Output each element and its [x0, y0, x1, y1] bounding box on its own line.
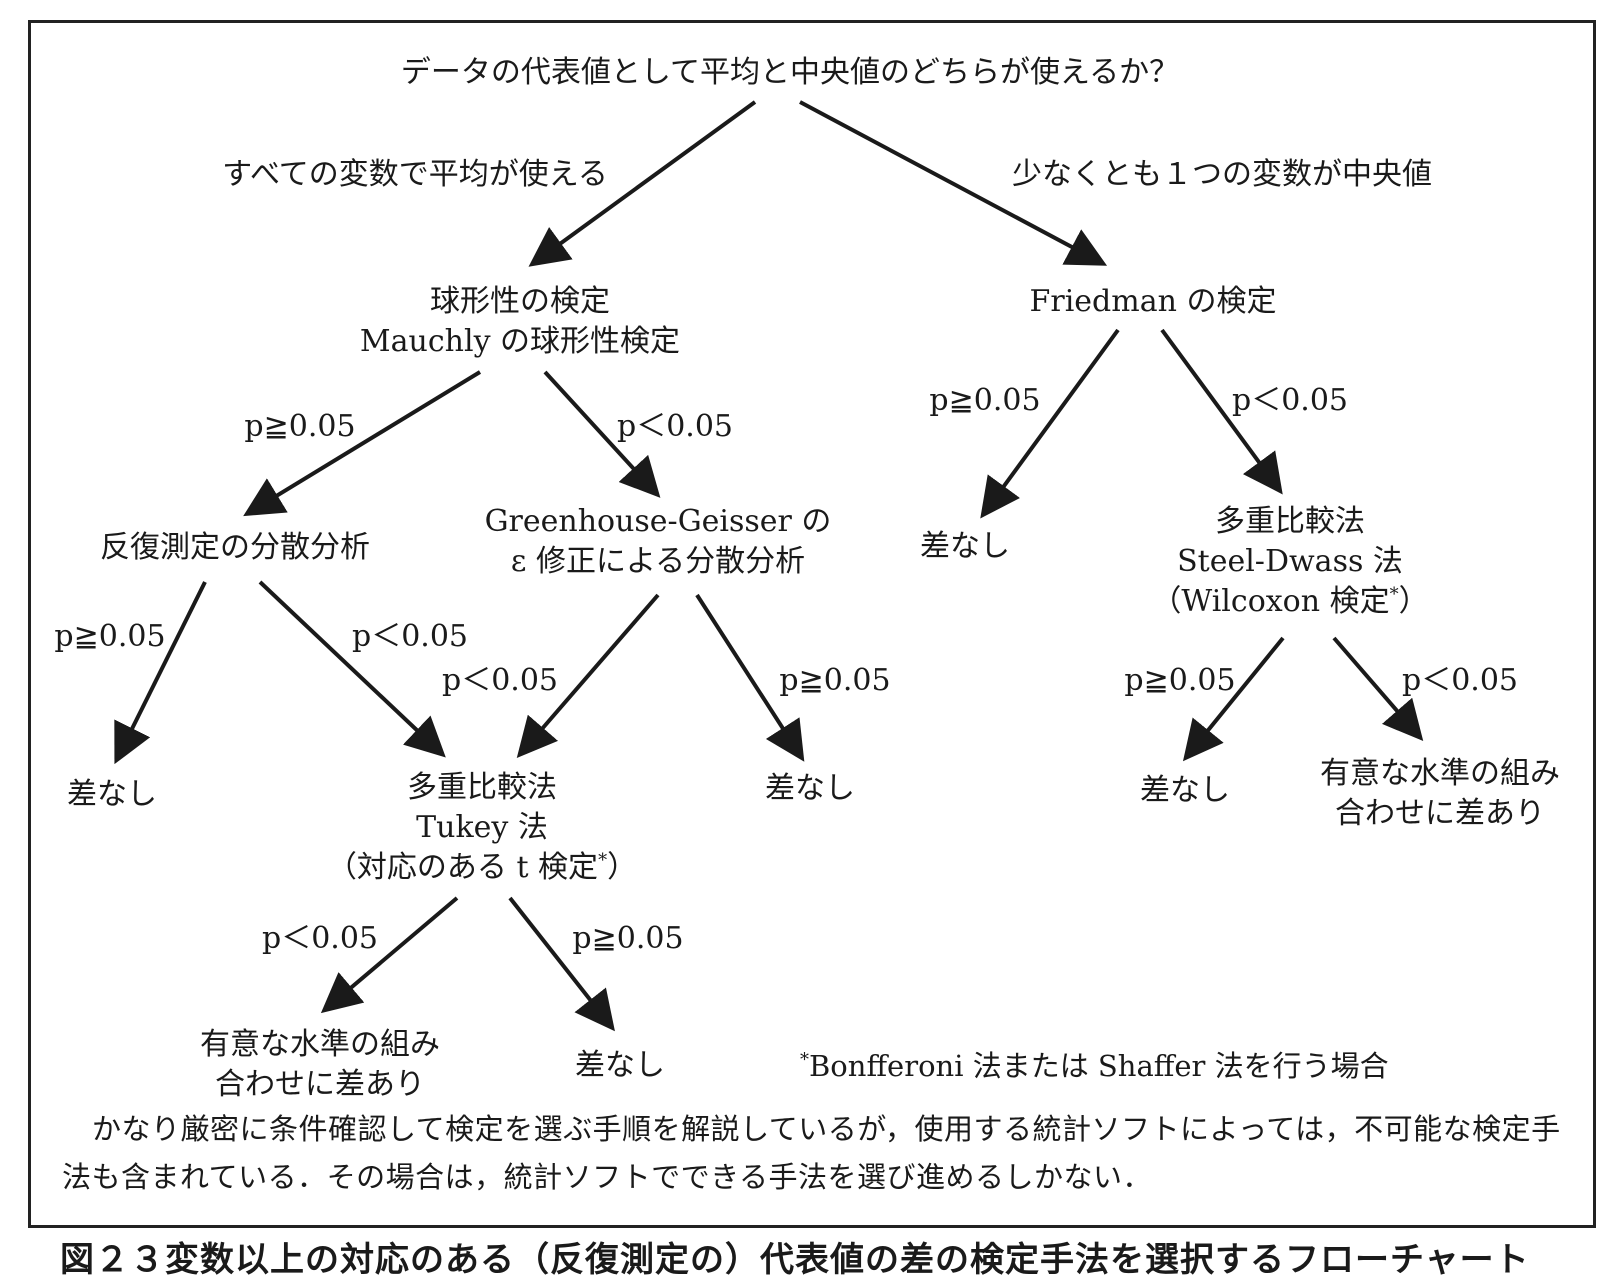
arrow-sph-gg — [543, 370, 661, 498]
arrow-steel-sig — [1332, 636, 1424, 742]
gg-title: Greenhouse-Geisser の — [484, 504, 832, 539]
arrow-steel-nodiff — [1182, 636, 1285, 762]
footnote: *Bonfferoni 法または Shaffer 法を行う場合 — [800, 1049, 1389, 1083]
tukey-note: （対応のある t 検定*） — [326, 850, 638, 885]
arrow-root-right — [799, 100, 1108, 266]
arrow-anova-nodiff — [114, 581, 207, 765]
arrow-sph-anova — [243, 370, 482, 517]
tukey-method: Tukey 法 — [416, 810, 548, 845]
steel-title: 多重比較法 — [1214, 504, 1365, 539]
tukey-nodiff: 差なし — [575, 1048, 665, 1083]
friedman-title: Friedman の検定 — [1029, 284, 1277, 319]
p-label-anova-ge: p≧0.05 — [54, 619, 166, 654]
gg-nodiff: 差なし — [765, 771, 855, 806]
anova-nodiff: 差なし — [67, 777, 157, 812]
steel-note: （Wilcoxon 検定*） — [1151, 584, 1429, 619]
steel-nodiff: 差なし — [1140, 773, 1230, 808]
steel-node: 多重比較法 Steel-Dwass 法 （Wilcoxon 検定*） — [1151, 502, 1428, 622]
root-question: データの代表値として平均と中央値のどちらが使えるか？ — [400, 55, 1180, 90]
diagram-frame — [28, 20, 1596, 1228]
tukey-sig-line1: 有意な水準の組み — [200, 1027, 440, 1062]
tukey-sig-node: 有意な水準の組み 合わせに差あり — [200, 1025, 440, 1105]
figure-caption: 図２３変数以上の対応のある（反復測定の）代表値の差の検定手法を選択するフローチャ… — [60, 1240, 1530, 1280]
fried-nodiff: 差なし — [920, 529, 1010, 564]
arrow-fried-steel — [1160, 328, 1283, 495]
arrow-root-left — [528, 100, 757, 267]
p-label-fried-lt: p＜0.05 — [1231, 383, 1349, 418]
gg-method: ε 修正による分散分析 — [510, 544, 806, 579]
steel-sig-line2: 合わせに差あり — [1335, 796, 1545, 831]
sphericity-method: Mauchly の球形性検定 — [359, 324, 681, 359]
tukey-node: 多重比較法 Tukey 法 （対応のある t 検定*） — [327, 768, 637, 888]
branch-label-median: 少なくとも１つの変数が中央値 — [1012, 157, 1432, 192]
explanatory-note: かなり厳密に条件確認して検定を選ぶ手順を解説しているが，使用する統計ソフトによっ… — [62, 1112, 1561, 1194]
p-label-sph-ge: p≧0.05 — [244, 409, 356, 444]
anova-node: 反復測定の分散分析 — [100, 528, 370, 568]
arrow-tukey-sig — [320, 896, 459, 1014]
p-label-gg-ge: p≧0.05 — [779, 663, 891, 698]
sphericity-test-node: 球形性の検定 Mauchly の球形性検定 — [360, 282, 680, 362]
p-label-tukey-lt: p＜0.05 — [261, 921, 379, 956]
p-label-tukey-ge: p≧0.05 — [572, 921, 684, 956]
tukey-sig-line2: 合わせに差あり — [215, 1067, 425, 1102]
arrow-gg-tukey — [516, 593, 660, 759]
arrow-tukey-nodiff — [508, 896, 615, 1032]
branch-label-mean: すべての変数で平均が使える — [222, 157, 608, 192]
p-label-fried-ge: p≧0.05 — [929, 383, 1041, 418]
steel-sig-line1: 有意な水準の組み — [1320, 756, 1560, 791]
sphericity-title: 球形性の検定 — [429, 284, 610, 319]
steel-sig-node: 有意な水準の組み 合わせに差あり — [1320, 754, 1560, 834]
p-label-gg-lt: p＜0.05 — [441, 663, 559, 698]
steel-method: Steel-Dwass 法 — [1177, 544, 1403, 579]
p-label-steel-ge: p≧0.05 — [1124, 663, 1236, 698]
p-label-steel-lt: p＜0.05 — [1401, 663, 1519, 698]
p-label-anova-lt: p＜0.05 — [351, 619, 469, 654]
gg-node: Greenhouse-Geisser の ε 修正による分散分析 — [485, 502, 832, 582]
friedman-node: Friedman の検定 — [1030, 282, 1277, 322]
arrow-anova-tukey — [258, 580, 446, 758]
tukey-title: 多重比較法 — [406, 770, 557, 805]
arrow-fried-nodiff — [980, 328, 1120, 519]
anova-title: 反復測定の分散分析 — [100, 530, 370, 565]
arrow-gg-nodiff — [695, 593, 805, 762]
p-label-sph-lt: p＜0.05 — [616, 409, 734, 444]
